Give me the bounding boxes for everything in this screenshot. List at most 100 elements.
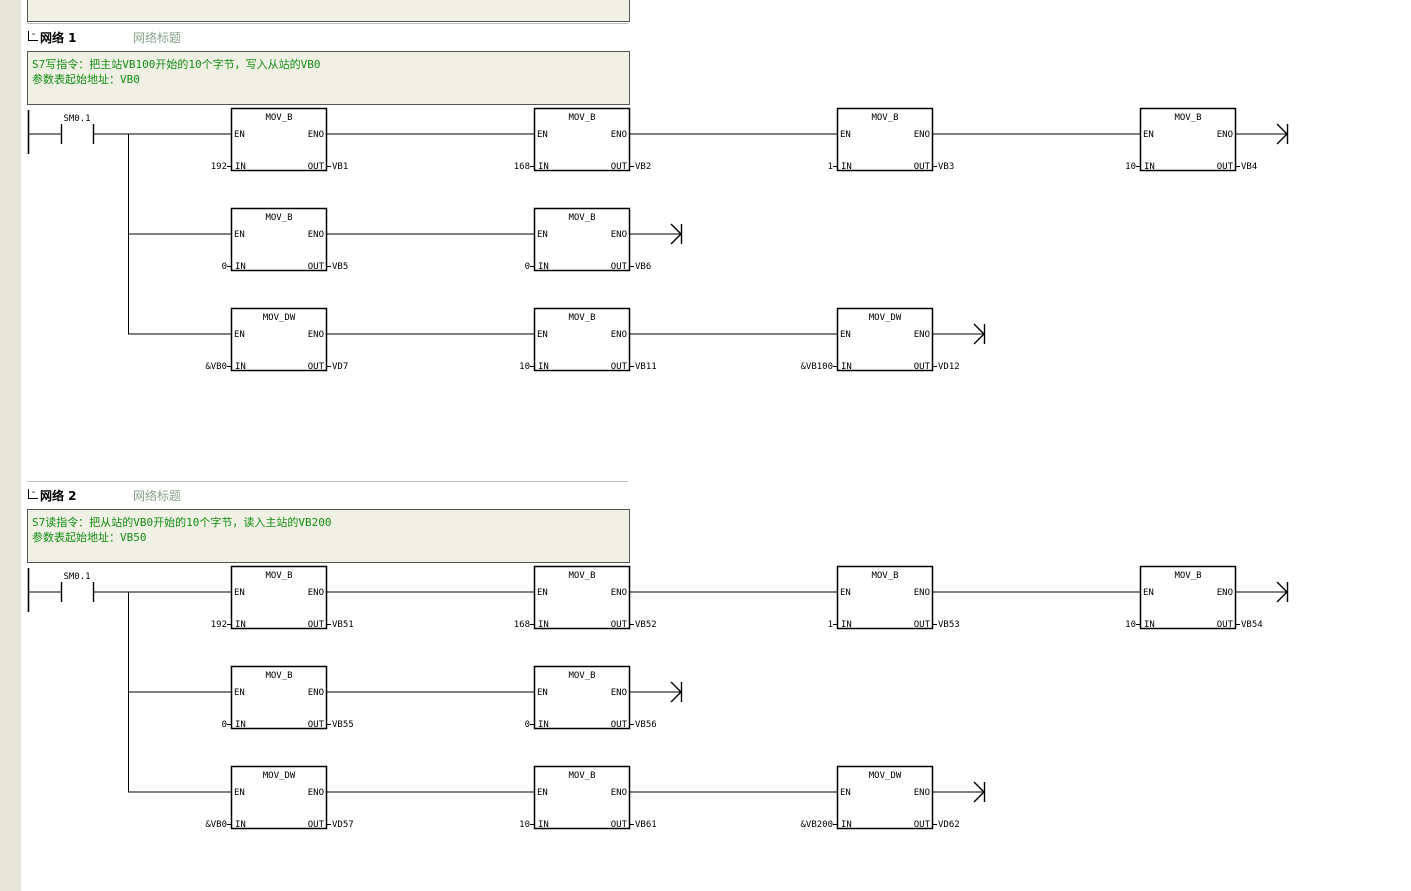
pin-en-label: EN (234, 130, 245, 140)
in-operand: 0 (222, 720, 227, 730)
instruction-name: MOV_B (265, 671, 292, 681)
pin-in-label: IN (235, 162, 246, 172)
instruction-name: MOV_B (265, 571, 292, 581)
pin-in-label: IN (235, 362, 246, 372)
network-comment[interactable]: S7写指令：把主站VB100开始的10个字节，写入从站的VB0 参数表起始地址：… (27, 51, 630, 105)
pin-en-label: EN (537, 330, 548, 340)
pin-in-label: IN (538, 362, 549, 372)
pin-out-label: OUT (1217, 162, 1234, 172)
in-operand: &VB0 (205, 820, 227, 830)
pin-in-label: IN (841, 162, 852, 172)
instruction-name: MOV_B (871, 571, 898, 581)
pin-en-label: EN (234, 788, 245, 798)
contact-label[interactable]: SM0.1 (63, 114, 90, 124)
box-frame (836, 765, 934, 830)
pin-en-label: EN (537, 230, 548, 240)
pin-out-label: OUT (611, 720, 628, 730)
pin-en-label: EN (537, 688, 548, 698)
pin-in-label: IN (235, 620, 246, 630)
pin-en-label: EN (234, 588, 245, 598)
pin-out-label: OUT (914, 620, 931, 630)
out-operand: VB5 (332, 262, 348, 272)
box-frame (533, 107, 631, 172)
instruction-name: MOV_B (1174, 571, 1201, 581)
pin-out-label: OUT (611, 362, 628, 372)
pin-out-label: OUT (611, 620, 628, 630)
pin-out-label: OUT (308, 262, 325, 272)
network-comment[interactable]: S7读指令：把从站的VB0开始的10个字节，读入主站的VB200 参数表起始地址… (27, 509, 630, 563)
out-operand: VB3 (938, 162, 954, 172)
pin-in-label: IN (841, 620, 852, 630)
pin-en-label: EN (537, 588, 548, 598)
network-separator (27, 23, 628, 24)
pin-out-label: OUT (308, 720, 325, 730)
pin-in-label: IN (841, 820, 852, 830)
box-frame (230, 307, 328, 372)
out-operand: VB4 (1241, 162, 1257, 172)
pin-eno-label: ENO (611, 588, 627, 598)
out-operand: VB51 (332, 620, 354, 630)
out-operand: VB61 (635, 820, 657, 830)
out-operand: VD62 (938, 820, 960, 830)
contact-label[interactable]: SM0.1 (63, 572, 90, 582)
in-operand: 10 (519, 820, 530, 830)
pin-out-label: OUT (308, 820, 325, 830)
pin-out-label: OUT (611, 162, 628, 172)
pin-eno-label: ENO (1217, 130, 1233, 140)
pin-in-label: IN (235, 820, 246, 830)
comment-line: S7读指令：把从站的VB0开始的10个字节，读入主站的VB200 (32, 516, 332, 529)
pin-en-label: EN (234, 330, 245, 340)
box-frame (533, 765, 631, 830)
out-operand: VD12 (938, 362, 960, 372)
in-operand: 0 (222, 262, 227, 272)
out-operand: VB52 (635, 620, 657, 630)
out-operand: VB56 (635, 720, 657, 730)
in-operand: 10 (519, 362, 530, 372)
network-title[interactable]: 网络标题 (133, 31, 182, 45)
pin-out-label: OUT (611, 262, 628, 272)
pin-in-label: IN (841, 362, 852, 372)
collapse-toggle-icon[interactable]: - (28, 30, 38, 41)
pin-eno-label: ENO (308, 330, 324, 340)
pin-in-label: IN (538, 262, 549, 272)
box-frame (230, 765, 328, 830)
pin-in-label: IN (538, 162, 549, 172)
pin-out-label: OUT (308, 362, 325, 372)
pin-eno-label: ENO (308, 788, 324, 798)
pin-out-label: OUT (914, 162, 931, 172)
pin-eno-label: ENO (611, 330, 627, 340)
pin-eno-label: ENO (914, 588, 930, 598)
network-title[interactable]: 网络标题 (133, 489, 182, 503)
instruction-name: MOV_B (568, 313, 595, 323)
in-operand: 10 (1125, 162, 1136, 172)
pin-en-label: EN (1143, 130, 1154, 140)
pin-en-label: EN (840, 588, 851, 598)
in-operand: 0 (525, 262, 530, 272)
in-operand: 10 (1125, 620, 1136, 630)
pin-out-label: OUT (611, 820, 628, 830)
left-gutter (0, 0, 21, 891)
collapse-toggle-icon[interactable]: - (28, 488, 38, 499)
comment-line: 参数表起始地址：VB0 (32, 73, 140, 86)
in-operand: 0 (525, 720, 530, 730)
